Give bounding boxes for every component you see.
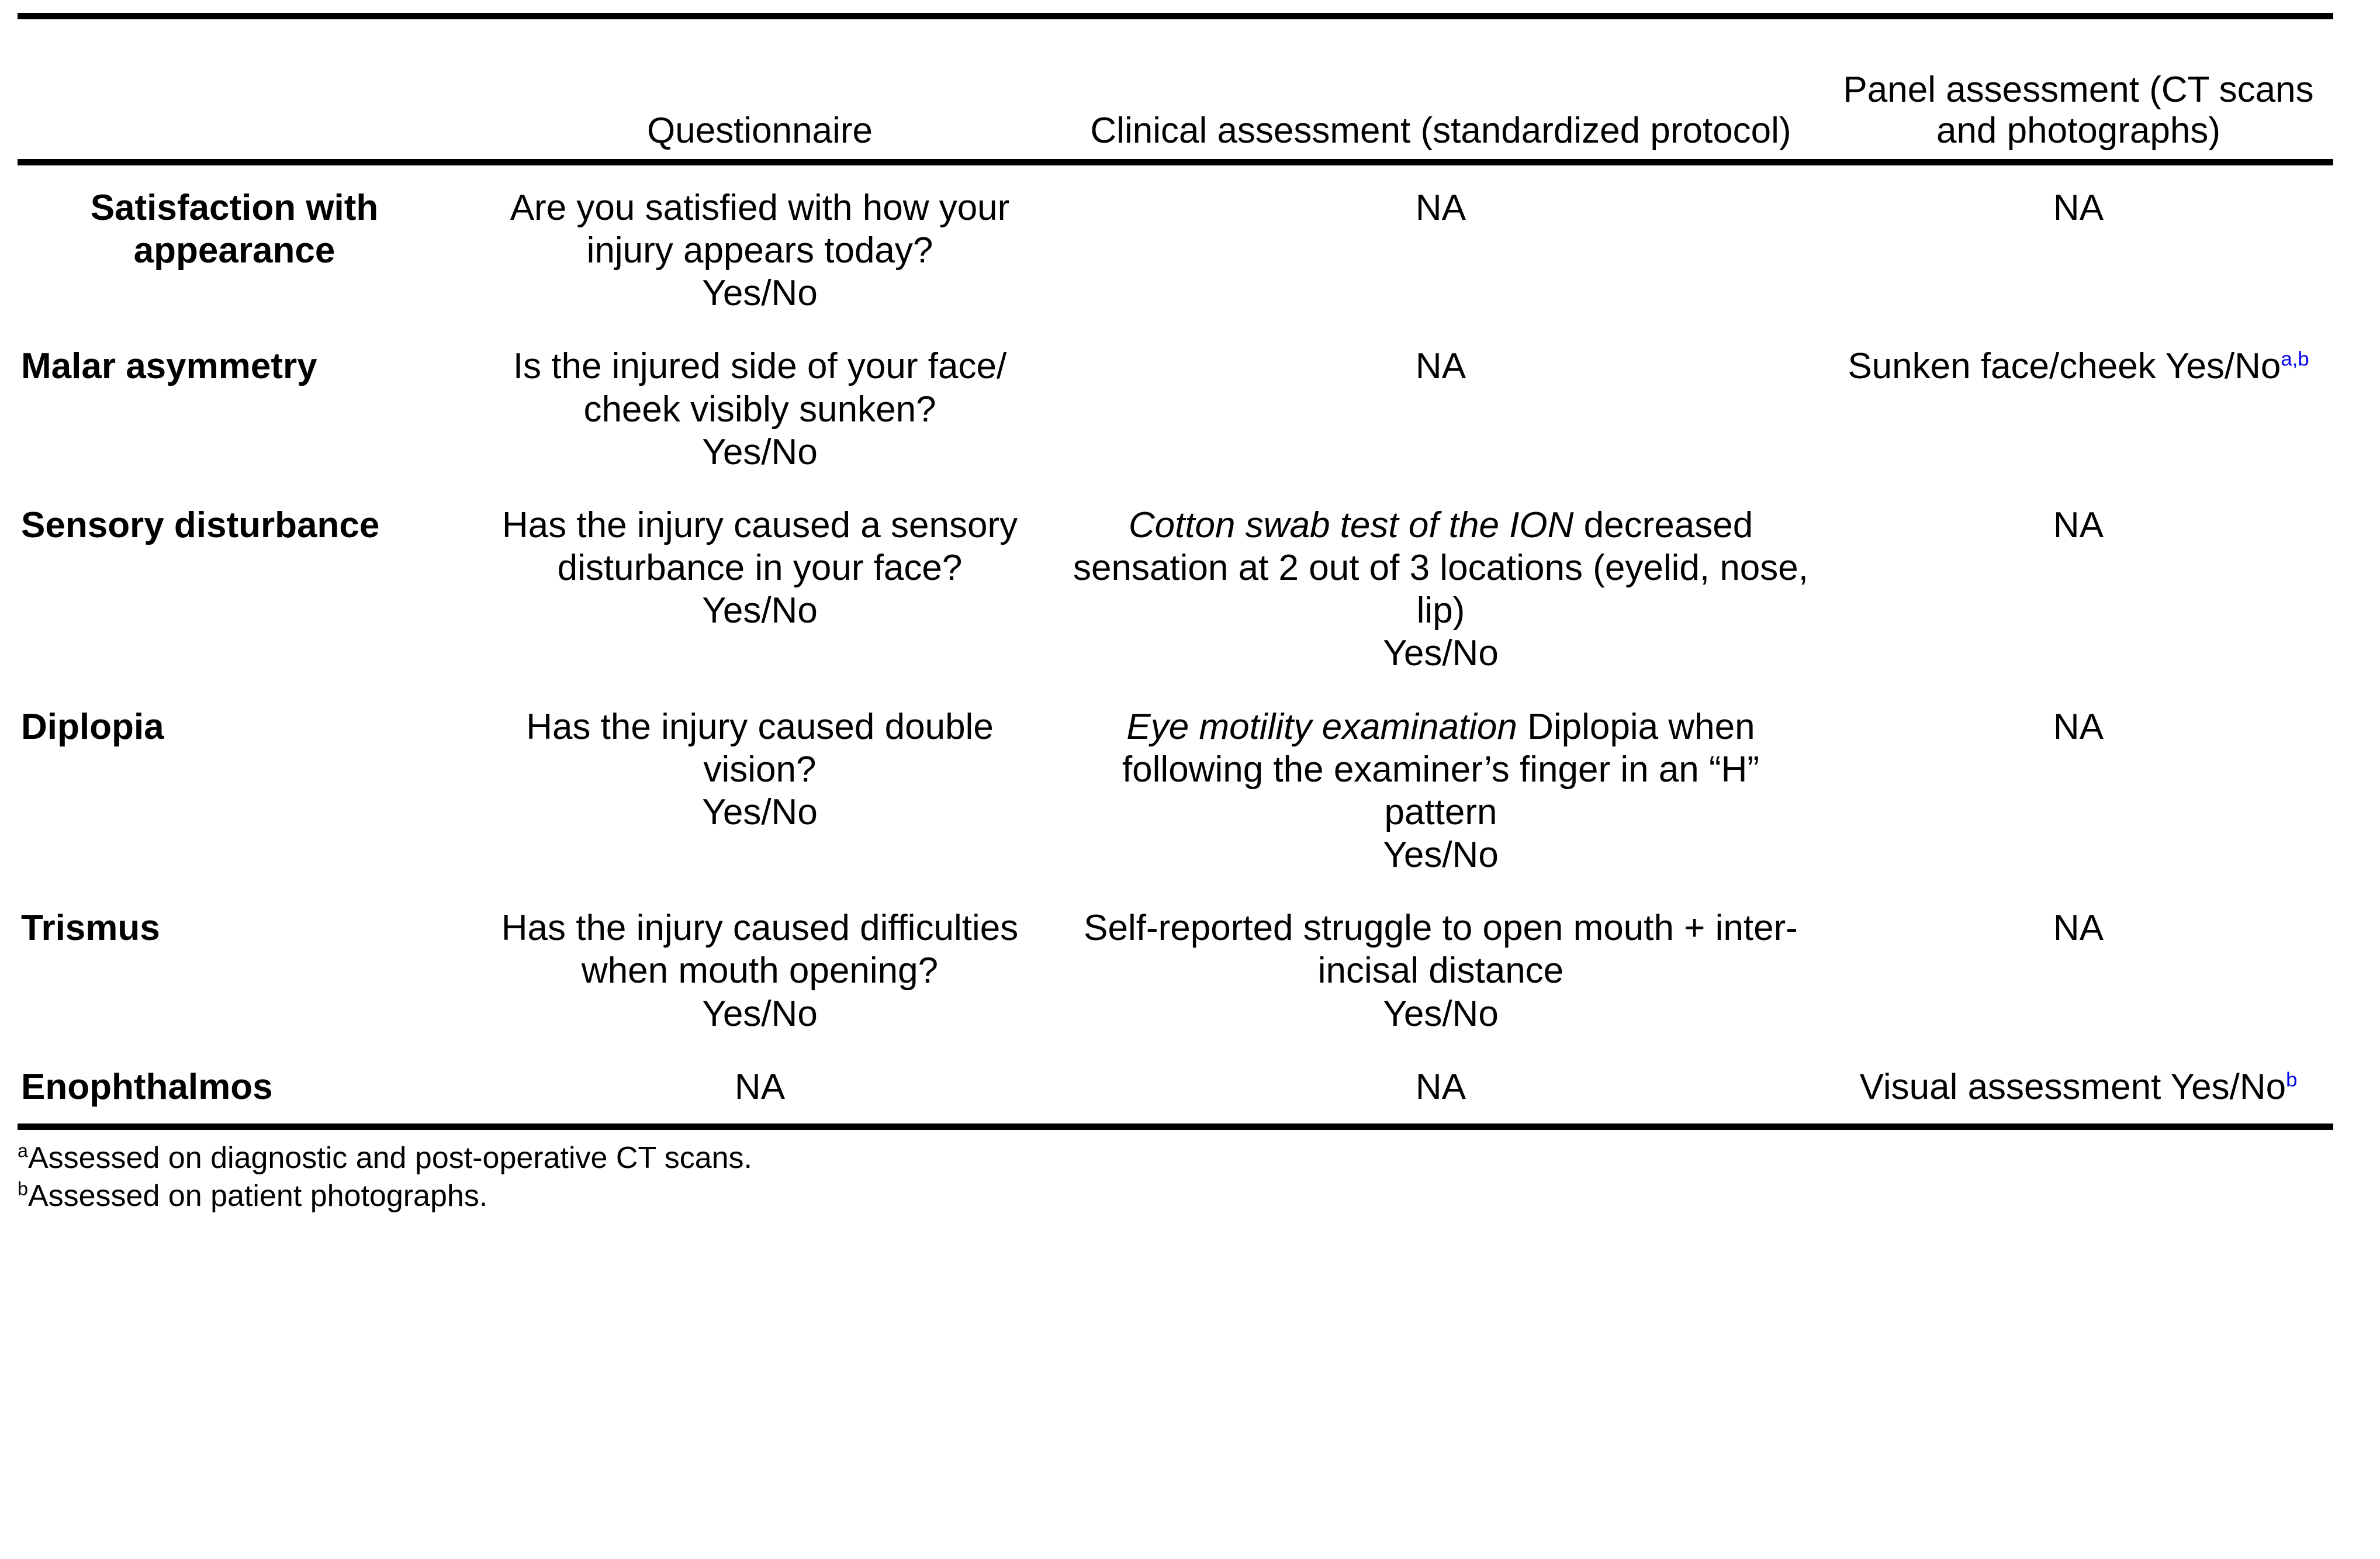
row-label-trismus: Trismus (21, 908, 160, 949)
cell-questionnaire-satisfaction: Are you satisfied with how your injury a… (510, 188, 1010, 314)
cell-clinical-diplopia: Eye motility examination Diplopia when f… (1058, 690, 1824, 892)
assessment-modality-table: Questionnaire Clinical assessment (stand… (18, 19, 2333, 159)
cell-questionnaire-malar: Is the injured side of your face/ cheek … (513, 346, 1007, 472)
column-header-outcome (18, 19, 462, 159)
cell-clinical-sensory-text: decreased sensation at 2 out of 3 locati… (1073, 504, 1808, 674)
footnote-b-text: Assessed on patient photographs. (27, 1179, 488, 1214)
table-footnotes: aAssessed on diagnostic and post-operati… (18, 1130, 2333, 1216)
footnote-a: aAssessed on diagnostic and post-operati… (18, 1139, 2333, 1178)
table-row: Enophthalmos NA NA Visual assessment Yes… (18, 1050, 2333, 1124)
column-header-panel-assessment: Panel assessment (CT scans and photograp… (1843, 70, 2314, 151)
row-label-sensory-disturbance: Sensory disturbance (21, 504, 380, 545)
cell-panel-trismus: NA (2053, 908, 2104, 949)
cell-questionnaire-sensory: Has the injury caused a sensory disturba… (501, 504, 1018, 631)
cell-clinical-sensory: Cotton swab test of the ION decreased se… (1058, 489, 1824, 690)
table-row: Satisfaction with appearance Are you sat… (18, 165, 2333, 330)
row-label-enophthalmos: Enophthalmos (21, 1066, 273, 1107)
table-body: Satisfaction with appearance Are you sat… (18, 165, 2333, 1124)
column-header-clinical-assessment: Clinical assessment (standardized protoc… (1090, 110, 1791, 151)
table-header-rule (18, 159, 2333, 165)
cell-panel-sensory: NA (2053, 504, 2104, 545)
cell-panel-malar-text: Sunken face/cheek Yes/No (1848, 346, 2281, 387)
table-row: Diplopia Has the injury caused double vi… (18, 690, 2333, 892)
table-header: Questionnaire Clinical assessment (stand… (18, 19, 2333, 159)
footnote-marker-ab: a,b (2281, 348, 2309, 371)
table-row: Trismus Has the injury caused difficulti… (18, 891, 2333, 1050)
cell-clinical-enophthalmos: NA (1415, 1066, 1466, 1107)
footnote-a-text: Assessed on diagnostic and post-operativ… (27, 1140, 752, 1175)
cell-questionnaire-diplopia: Has the injury caused double vision?Yes/… (526, 706, 994, 832)
cell-questionnaire-trismus: Has the injury caused difficulties when … (501, 908, 1019, 1034)
cell-panel-enophthalmos: Visual assessment Yes/Nob (1824, 1050, 2333, 1124)
column-header-questionnaire: Questionnaire (646, 110, 873, 151)
table-row: Sensory disturbance Has the injury cause… (18, 489, 2333, 690)
cell-clinical-trismus: Self-reported struggle to open mouth + i… (1084, 908, 1798, 1034)
cell-panel-malar: Sunken face/cheek Yes/Noa,b (1824, 330, 2333, 488)
header-row: Questionnaire Clinical assessment (stand… (18, 19, 2333, 159)
row-label-satisfaction-with-appearance: Satisfaction with appearance (90, 188, 379, 271)
table-top-rule (18, 13, 2333, 19)
cell-clinical-malar: NA (1415, 346, 1466, 387)
footnote-marker-b: b (2286, 1069, 2298, 1091)
clinical-test-name-cotton-swab: Cotton swab test of the ION (1128, 504, 1574, 545)
cell-panel-satisfaction: NA (2053, 188, 2104, 228)
cell-panel-diplopia: NA (2053, 706, 2104, 747)
assessment-modality-table-body: Satisfaction with appearance Are you sat… (18, 165, 2333, 1124)
row-label-malar-asymmetry: Malar asymmetry (21, 346, 317, 387)
cell-panel-enophthalmos-text: Visual assessment Yes/No (1859, 1066, 2286, 1107)
table-row: Malar asymmetry Is the injured side of y… (18, 330, 2333, 488)
footnote-b: bAssessed on patient photographs. (18, 1177, 2333, 1216)
footnote-a-marker: a (18, 1140, 28, 1162)
table-bottom-rule (18, 1123, 2333, 1130)
cell-clinical-satisfaction: NA (1415, 188, 1466, 228)
clinical-test-name-eye-motility: Eye motility examination (1126, 706, 1517, 747)
cell-questionnaire-enophthalmos: NA (734, 1066, 786, 1107)
cell-clinical-diplopia-text: Diplopia when following the examiner’s f… (1122, 706, 1760, 876)
table-page: Questionnaire Clinical assessment (stand… (0, 13, 2380, 1559)
footnote-b-marker: b (18, 1178, 28, 1200)
row-label-diplopia: Diplopia (21, 706, 164, 747)
